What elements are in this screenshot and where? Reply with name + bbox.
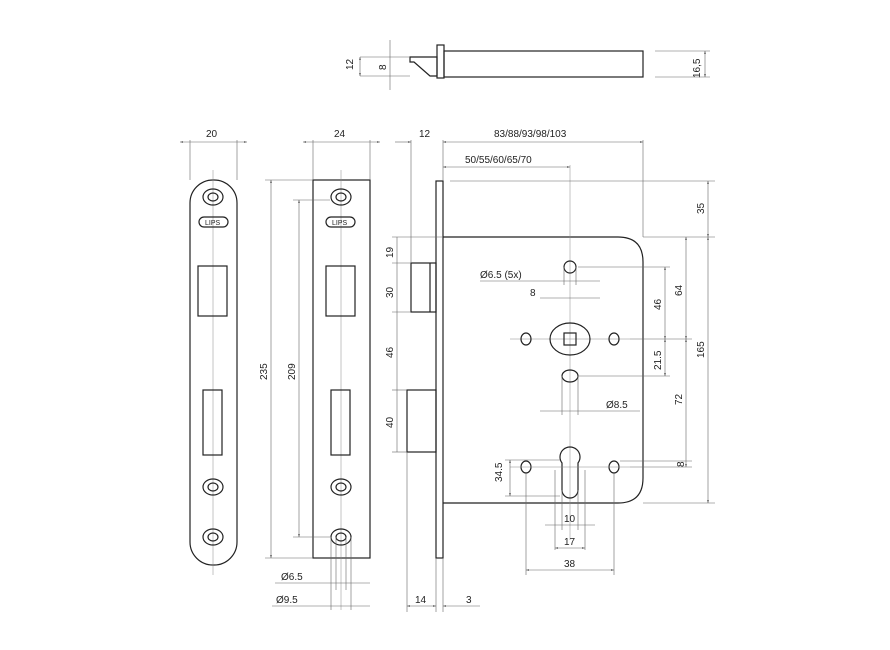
dim-35: 35 bbox=[696, 202, 707, 214]
dim-hole-9-5: Ø9.5 bbox=[276, 595, 298, 606]
dim-hole-8-5: Ø8.5 bbox=[606, 400, 628, 411]
dim-16-5: 16,5 bbox=[692, 58, 703, 78]
strike-plate-square: LIPS 24 235 209 Ø6.5 Ø9.5 bbox=[259, 129, 380, 610]
dim-12: 12 bbox=[345, 58, 356, 70]
dim-165: 165 bbox=[696, 341, 707, 358]
dim-46-right: 46 bbox=[653, 298, 664, 310]
dim-46-left: 46 bbox=[385, 346, 396, 358]
bolt-top-view: 12 8 16,5 bbox=[345, 40, 710, 90]
dim-3: 3 bbox=[466, 595, 472, 606]
dim-21-5: 21.5 bbox=[653, 350, 664, 370]
dim-8-right: 8 bbox=[676, 461, 687, 467]
dim-14: 14 bbox=[415, 595, 427, 606]
brand-logo: LIPS bbox=[205, 220, 221, 227]
dim-17: 17 bbox=[564, 537, 576, 548]
dim-12-latch: 12 bbox=[419, 129, 431, 140]
dim-20: 20 bbox=[206, 129, 218, 140]
dim-8: 8 bbox=[378, 64, 389, 70]
dim-backset-total: 83/88/93/98/103 bbox=[494, 129, 567, 140]
dim-19: 19 bbox=[385, 246, 396, 258]
dim-hole-6-5: Ø6.5 bbox=[281, 572, 303, 583]
dim-10: 10 bbox=[564, 514, 576, 525]
dim-38: 38 bbox=[564, 559, 576, 570]
dim-64: 64 bbox=[674, 284, 685, 296]
dim-235: 235 bbox=[259, 363, 270, 380]
strike-plate-rounded: LIPS 20 bbox=[180, 129, 247, 575]
lock-body-side-view: 12 83/88/93/98/103 50/55/60/65/70 35 165… bbox=[385, 129, 715, 612]
dim-34-5: 34.5 bbox=[494, 462, 505, 482]
dim-backset: 50/55/60/65/70 bbox=[465, 155, 532, 166]
dim-holes-6-5: Ø6.5 (5x) bbox=[480, 270, 522, 281]
dim-72: 72 bbox=[674, 393, 685, 405]
dim-spindle-8: 8 bbox=[530, 288, 536, 299]
dim-24: 24 bbox=[334, 129, 346, 140]
brand-logo-2: LIPS bbox=[332, 220, 348, 227]
dim-40: 40 bbox=[385, 416, 396, 428]
dim-209: 209 bbox=[287, 363, 298, 380]
dim-30: 30 bbox=[385, 286, 396, 298]
